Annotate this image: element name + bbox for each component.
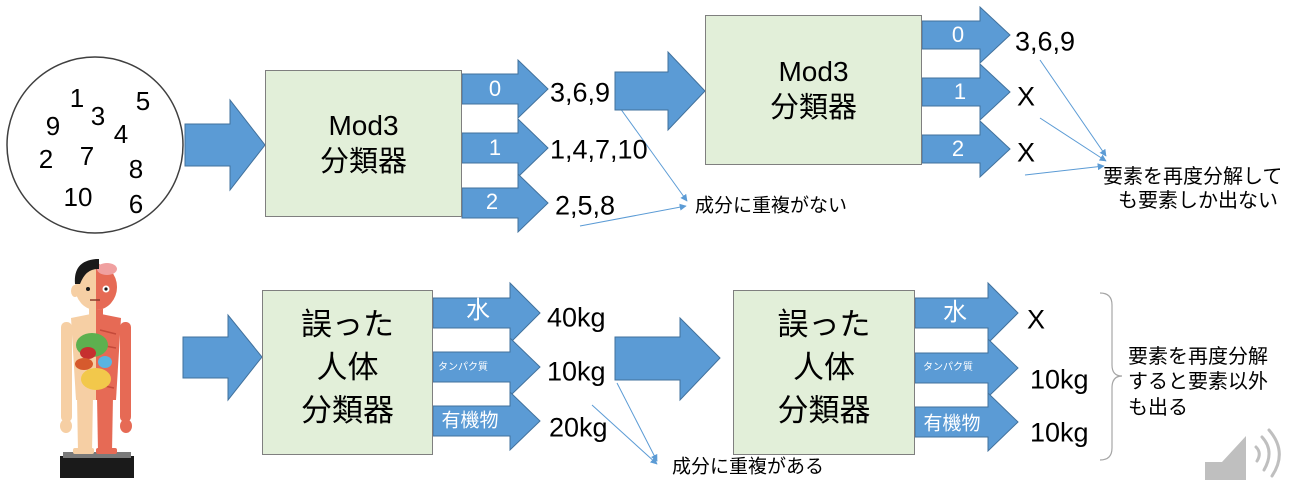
arrow-bottom-b-output-organic xyxy=(914,391,1019,453)
classifier-title: Mod3 xyxy=(328,109,399,141)
arrow-top-a-output-1 xyxy=(461,117,549,179)
arrow-label-0: 0 xyxy=(951,22,965,47)
classifier-title: Mod3 xyxy=(778,56,849,87)
output-value: 40kg xyxy=(547,302,606,333)
wrong-body-classifier-box: 誤った 人体 分類器 xyxy=(262,290,433,455)
arrow-set-to-classifier-a xyxy=(184,98,266,192)
arrow-label-protein: タンパク質 xyxy=(438,362,488,373)
set-number: 1 xyxy=(69,83,85,113)
human-anatomy-model-icon xyxy=(60,259,134,478)
arrow-bottom-b-output-water xyxy=(914,281,1019,345)
mod3-classifier-box-second: Mod3 分類器 xyxy=(705,15,922,165)
callout-line-bottom-a-1 xyxy=(616,382,658,462)
arrow-label-water: 水 xyxy=(943,299,967,326)
output-value: X xyxy=(1017,81,1036,112)
number-set-circle xyxy=(6,56,184,234)
note-other-elements-line3: も出る xyxy=(1128,397,1188,419)
set-number: 6 xyxy=(128,189,144,219)
set-number: 5 xyxy=(135,86,151,116)
output-value: 10kg xyxy=(1030,364,1089,395)
set-number: 7 xyxy=(79,141,95,171)
output-value: 3,6,9 xyxy=(1015,26,1076,57)
right-curly-brace xyxy=(1099,292,1123,461)
arrow-bottom-a-output-organic xyxy=(432,390,541,452)
arrow-label-organic: 有機物 xyxy=(923,413,981,435)
output-value: 10kg xyxy=(547,356,606,387)
classifier-subtitle: 分類器 xyxy=(319,145,407,178)
arrow-top-a-output-0 xyxy=(461,58,549,120)
callout-line-top-b-3 xyxy=(1024,163,1105,176)
set-number: 2 xyxy=(38,144,54,174)
callout-line-top-a-1 xyxy=(619,107,688,202)
set-number: 4 xyxy=(113,119,129,149)
arrow-top-b-output-1 xyxy=(921,62,1011,122)
arrow-classifier-a-to-b-top xyxy=(614,50,706,132)
wrong-body-classifier-box-second: 誤った 人体 分類器 xyxy=(733,290,915,455)
note-has-overlap: 成分に重複がある xyxy=(672,456,825,478)
note-only-elements-line1: 要素を再度分解して xyxy=(1103,166,1283,188)
output-value: 1,4,7,10 xyxy=(550,134,648,165)
arrow-top-b-output-0 xyxy=(921,5,1011,65)
classifier-line: 誤った xyxy=(777,307,871,342)
classifier-line: 分類器 xyxy=(777,393,871,428)
callout-line-top-b-1 xyxy=(1039,59,1107,157)
output-value: 2,5,8 xyxy=(555,190,616,221)
arrow-label-2: 2 xyxy=(951,136,965,161)
mod3-classifier-box: Mod3 分類器 xyxy=(265,70,462,217)
arrow-label-protein: タンパク質 xyxy=(923,362,973,373)
arrow-label-0: 0 xyxy=(488,76,502,101)
classifier-line: 誤った xyxy=(301,307,394,342)
set-number: 9 xyxy=(45,111,61,141)
output-value: X xyxy=(1017,137,1036,168)
arrow-top-b-output-2 xyxy=(921,119,1011,179)
speaker-icon[interactable] xyxy=(1205,428,1281,480)
arrow-label-1: 1 xyxy=(953,79,967,104)
note-other-elements-line1: 要素を再度分解 xyxy=(1128,346,1268,368)
callout-line-bottom-a-2 xyxy=(591,404,658,465)
arrow-label-water: 水 xyxy=(466,297,490,324)
note-no-overlap: 成分に重複がない xyxy=(695,195,848,217)
set-number: 10 xyxy=(63,182,93,212)
arrow-body-to-classifier-a xyxy=(182,313,263,402)
arrow-bottom-b-output-protein xyxy=(914,337,1019,399)
arrow-label-1: 1 xyxy=(488,135,502,160)
classifier-line: 分類器 xyxy=(301,393,394,428)
classifier-subtitle: 分類器 xyxy=(769,92,857,124)
output-value: 3,6,9 xyxy=(550,77,611,108)
arrow-label-organic: 有機物 xyxy=(441,410,499,432)
output-value: X xyxy=(1027,304,1046,335)
output-value: 10kg xyxy=(1030,417,1089,448)
classifier-line: 人体 xyxy=(793,350,855,385)
note-other-elements-line2: すると要素以外 xyxy=(1128,371,1268,393)
arrow-bottom-a-output-water xyxy=(432,281,541,345)
arrow-top-a-output-2 xyxy=(461,172,549,234)
arrow-label-2: 2 xyxy=(485,189,499,214)
set-number: 8 xyxy=(128,154,144,184)
set-number: 3 xyxy=(90,101,106,131)
note-only-elements-line2: も要素しか出ない xyxy=(1118,190,1278,212)
callout-line-top-a-2 xyxy=(579,203,687,227)
classifier-line: 人体 xyxy=(316,350,379,385)
output-value: 20kg xyxy=(549,412,608,443)
arrow-classifier-a-to-b-bottom xyxy=(614,316,721,402)
arrow-bottom-a-output-protein xyxy=(432,336,541,398)
callout-line-top-b-2 xyxy=(1039,117,1107,162)
